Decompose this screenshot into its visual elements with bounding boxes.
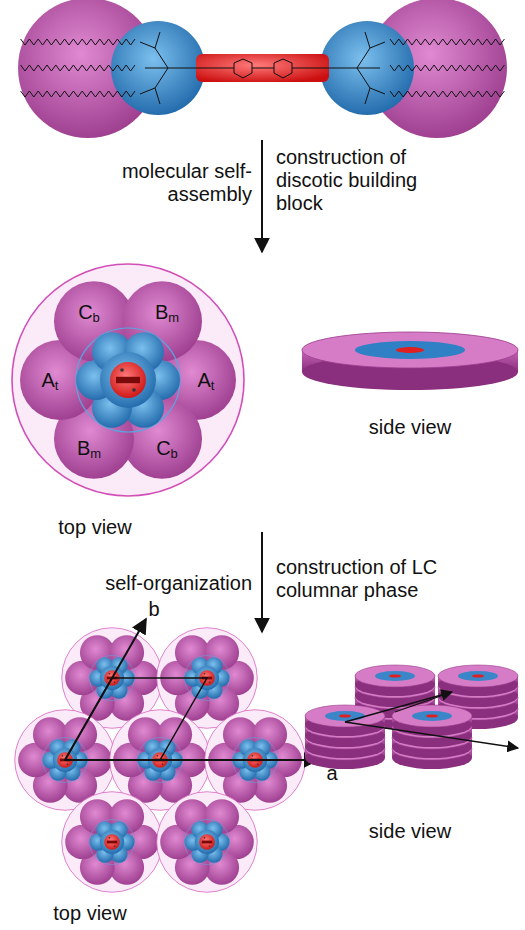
process-arrow: [261, 532, 263, 632]
view-label: side view: [350, 416, 470, 439]
view-label: top view: [30, 902, 150, 925]
lattice-vectors-side: [345, 692, 518, 748]
disc-top-view: [12, 264, 244, 496]
process-arrow: [261, 140, 263, 252]
disc-side-view: [302, 332, 518, 390]
segment-label: Bm: [69, 437, 109, 460]
lattice-side-view: [305, 665, 518, 769]
process-label: self-organization: [62, 572, 252, 595]
view-label: side view: [350, 820, 470, 843]
process-label: construction of discotic building block: [276, 146, 461, 215]
segment-label: At: [30, 369, 70, 392]
lattice-top-view: [15, 619, 318, 892]
axis-label: a: [320, 762, 344, 785]
process-label: construction of LC columnar phase: [276, 556, 476, 602]
segment-label: Cb: [147, 437, 187, 460]
segment-label: Bm: [147, 301, 187, 324]
segment-label: Cb: [69, 301, 109, 324]
segment-label: At: [186, 369, 226, 392]
axis-label: b: [142, 598, 166, 621]
molecule: [18, 0, 507, 138]
process-label: molecular self-assembly: [102, 160, 252, 206]
view-label: top view: [35, 516, 155, 539]
